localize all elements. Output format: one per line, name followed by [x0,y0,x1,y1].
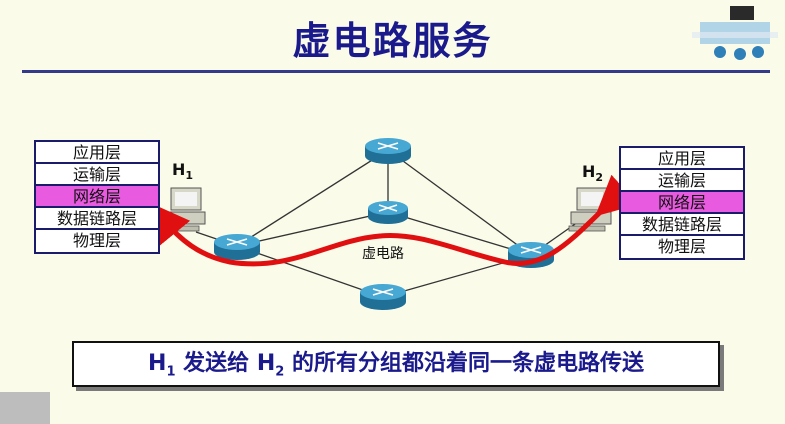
router-mid-icon [368,201,408,224]
right-layer-network: 网络层 [621,192,743,214]
right-layer-application: 应用层 [621,148,743,170]
left-layer-transport: 运输层 [36,164,158,186]
caption-box: H1 发送给 H2 的所有分组都沿着同一条虚电路传送 [72,341,720,387]
host-h1-label: H1 [172,160,194,183]
router-a-icon [214,234,260,260]
router-top-icon [365,138,411,164]
right-layer-physical: 物理层 [657,237,706,256]
corner-shade [0,392,50,424]
left-layer-datalink: 数据链路层 [36,208,158,230]
link-a-bottom [236,245,384,298]
right-layer-transport: 运输层 [621,170,743,192]
left-layer-application: 应用层 [36,142,158,164]
host-h2-label: H2 [582,162,604,185]
router-bottom-icon [360,284,406,310]
virtual-circuit-label: 虚电路 [362,246,404,262]
left-layer-network: 网络层 [36,186,158,208]
page-title: 虚电路服务 [292,19,493,63]
title-divider [22,70,770,73]
link-a-top [236,149,389,247]
left-protocol-stack: 应用层 运输层 网络层 数据链路层 物理层 [34,140,160,254]
right-protocol-stack: 应用层 运输层 网络层 数据链路层 物理层 [619,146,745,260]
right-layer-datalink: 数据链路层 [621,214,743,236]
virtual-circuit-path [149,174,639,267]
left-layer-physical: 物理层 [72,231,121,250]
network-logo-icon [692,6,778,60]
